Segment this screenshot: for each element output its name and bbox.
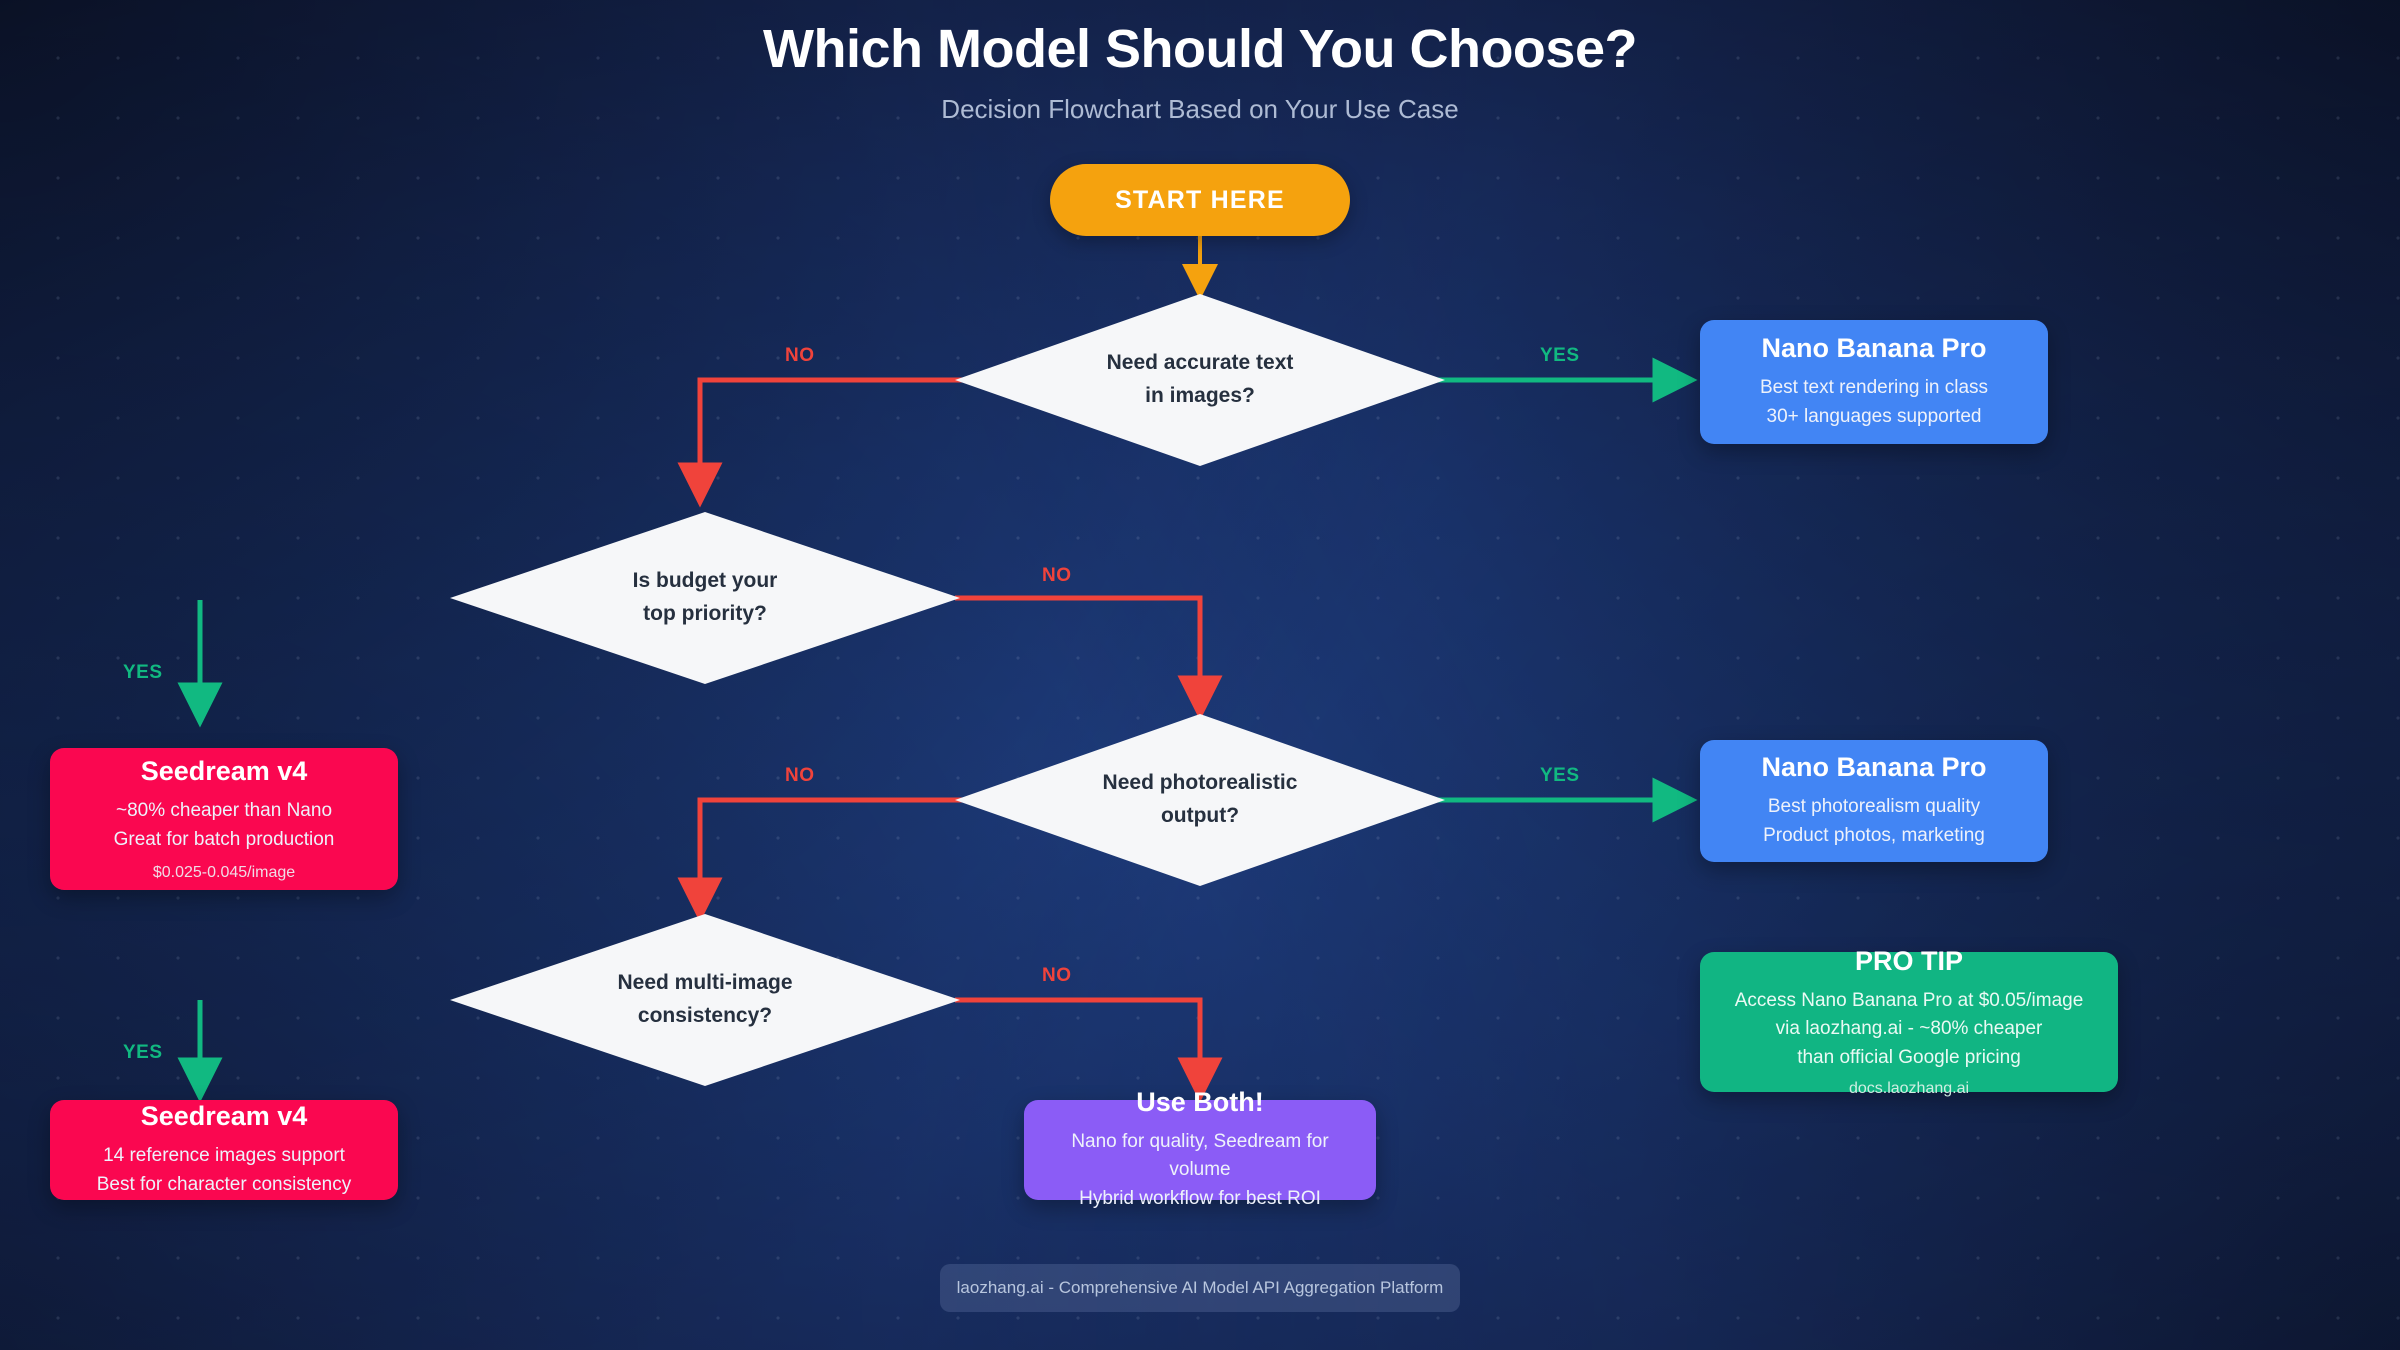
result-card-title: Seedream v4: [140, 756, 308, 786]
pro-tip-line2: via laozhang.ai - ~80% cheaper: [1775, 1018, 2043, 1040]
decision-label-line2: top priority?: [643, 602, 767, 625]
result-card-line1: Best photorealism quality: [1767, 796, 1981, 817]
page-subtitle: Decision Flowchart Based on Your Use Cas…: [941, 94, 1459, 124]
decision-node-multi-image-consistency[interactable]: Need multi-image consistency?: [450, 914, 960, 1086]
edge-label-d3-yes: YES: [1540, 765, 1580, 786]
result-card-title: Seedream v4: [140, 1101, 308, 1131]
decision-label: Need multi-image consistency?: [450, 914, 960, 1086]
result-card-line1: Nano for quality, Seedream for volume: [1071, 1130, 1329, 1181]
decision-label-line1: Need multi-image: [617, 971, 793, 995]
decision-label-line1: Need accurate text: [1106, 351, 1294, 375]
result-card-title: Use Both!: [1136, 1086, 1264, 1117]
edge-label-d4-yes: YES: [123, 1042, 163, 1063]
result-card-price: $0.025-0.045/image: [152, 864, 296, 881]
decision-label: Is budget your top priority?: [450, 512, 960, 684]
edge-d4-no-to-r5: [955, 997, 1223, 1103]
footer-text: laozhang.ai - Comprehensive AI Model API…: [956, 1278, 1444, 1297]
pro-tip-card[interactable]: PRO TIP Access Nano Banana Pro at $0.05/…: [1700, 946, 2118, 1097]
decision-node-photorealistic[interactable]: Need photorealistic output?: [955, 714, 1445, 886]
start-here-label: START HERE: [1115, 185, 1285, 214]
result-card-line2: Hybrid workflow for best ROI: [1079, 1187, 1321, 1209]
pro-tip-title: PRO TIP: [1854, 945, 1963, 976]
result-card-line2: Best for character consistency: [96, 1173, 352, 1195]
edge-d1-no-to-d2: [677, 377, 963, 508]
result-card-line1: ~80% cheaper than Nano: [115, 800, 333, 821]
result-card-line2: Great for batch production: [113, 828, 335, 850]
edge-d3-no-to-d4: [677, 797, 963, 923]
result-card-line2: 30+ languages supported: [1766, 405, 1982, 427]
result-card-use-both[interactable]: Use Both! Nano for quality, Seedream for…: [1024, 1087, 1376, 1209]
pro-tip-line1: Access Nano Banana Pro at $0.05/image: [1734, 989, 2084, 1011]
decision-label: Need accurate text in images?: [955, 294, 1445, 466]
edge-label-d2-no: NO: [1042, 565, 1072, 586]
edge-label-d1-no: NO: [785, 345, 815, 366]
result-card-title: Nano Banana Pro: [1761, 333, 1987, 363]
pro-tip-docs-link[interactable]: docs.laozhang.ai: [1848, 1080, 1970, 1098]
decision-label-line2: output?: [1160, 804, 1240, 827]
footer-banner[interactable]: laozhang.ai - Comprehensive AI Model API…: [940, 1264, 1460, 1312]
edge-d2-no-to-d3: [955, 595, 1223, 721]
edge-label-d4-no: NO: [1042, 965, 1072, 986]
result-card-title: Nano Banana Pro: [1761, 752, 1987, 782]
decision-label-line1: Need photorealistic: [1102, 771, 1298, 795]
result-card-line2: Product photos, marketing: [1763, 824, 1985, 846]
decision-label-line2: consistency?: [637, 1004, 773, 1027]
start-here-button[interactable]: START HERE: [1050, 164, 1350, 236]
decision-label-line2: in images?: [1145, 384, 1255, 407]
page-title: Which Model Should You Choose?: [763, 19, 1637, 79]
pro-tip-line3: than official Google pricing: [1797, 1046, 2021, 1068]
edge-label-d2-yes: YES: [123, 662, 163, 683]
edge-label-d1-yes: YES: [1540, 345, 1580, 366]
result-card-line1: 14 reference images support: [103, 1145, 345, 1166]
edge-label-d3-no: NO: [785, 765, 815, 786]
decision-node-accurate-text[interactable]: Need accurate text in images?: [955, 294, 1445, 466]
decision-node-budget-priority[interactable]: Is budget your top priority?: [450, 512, 960, 684]
decision-label: Need photorealistic output?: [955, 714, 1445, 886]
result-card-nano-banana-pro-photoreal[interactable]: Nano Banana Pro Best photorealism qualit…: [1700, 740, 2048, 862]
result-card-line1: Best text rendering in class: [1759, 377, 1989, 398]
decision-label-line1: Is budget your: [632, 569, 778, 593]
result-card-nano-banana-pro-text[interactable]: Nano Banana Pro Best text rendering in c…: [1700, 320, 2048, 444]
result-card-seedream-v4-budget[interactable]: Seedream v4 ~80% cheaper than Nano Great…: [50, 748, 398, 890]
result-card-seedream-v4-consistency[interactable]: Seedream v4 14 reference images support …: [50, 1100, 398, 1200]
